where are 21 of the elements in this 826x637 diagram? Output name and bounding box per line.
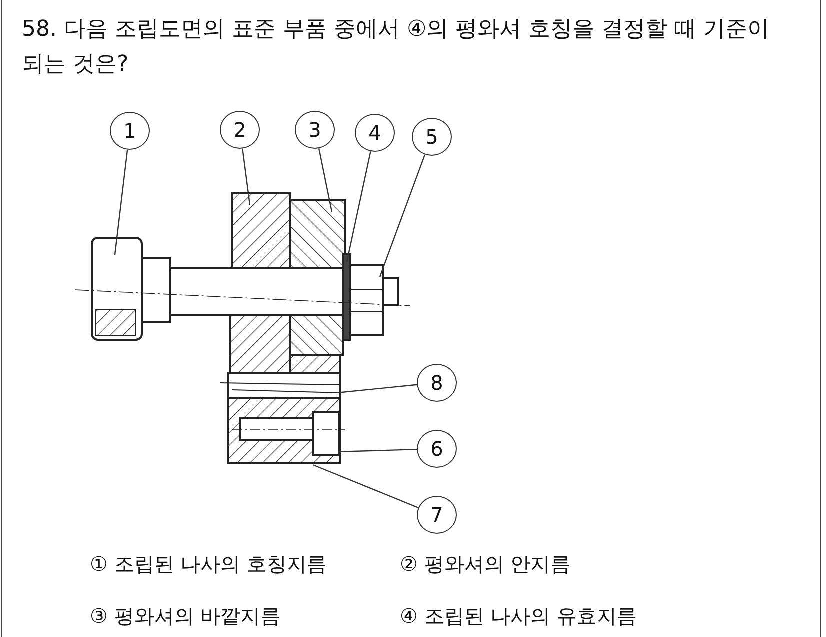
callout-number: 1	[110, 112, 150, 150]
callout-number: 2	[220, 111, 260, 149]
leader-line	[312, 464, 419, 508]
question-text: 58. 다음 조립도면의 표준 부품 중에서 ④의 평와셔 호칭을 결정할 때 기준이 되는 것은?	[22, 16, 771, 79]
callout-number: 5	[412, 118, 452, 156]
callout-number: 4	[355, 114, 395, 152]
leader-line	[242, 148, 251, 206]
answer-option: ① 조립된 나사의 호칭지름	[90, 551, 328, 578]
leader-line	[338, 448, 418, 453]
callout-number: 6	[417, 430, 457, 468]
leader-line	[336, 384, 418, 394]
callout-number: 8	[417, 364, 457, 402]
leader-line	[318, 148, 333, 212]
answer-option: ② 평와셔의 안지름	[400, 551, 571, 578]
callout-number: 7	[417, 496, 457, 534]
answer-option: ③ 평와셔의 바깥지름	[90, 603, 281, 630]
leader-line	[346, 151, 372, 262]
callout-number: 3	[295, 111, 335, 149]
answer-option: ④ 조립된 나사의 유효지름	[400, 603, 638, 630]
leader-line	[379, 154, 426, 278]
leader-line	[114, 150, 128, 256]
